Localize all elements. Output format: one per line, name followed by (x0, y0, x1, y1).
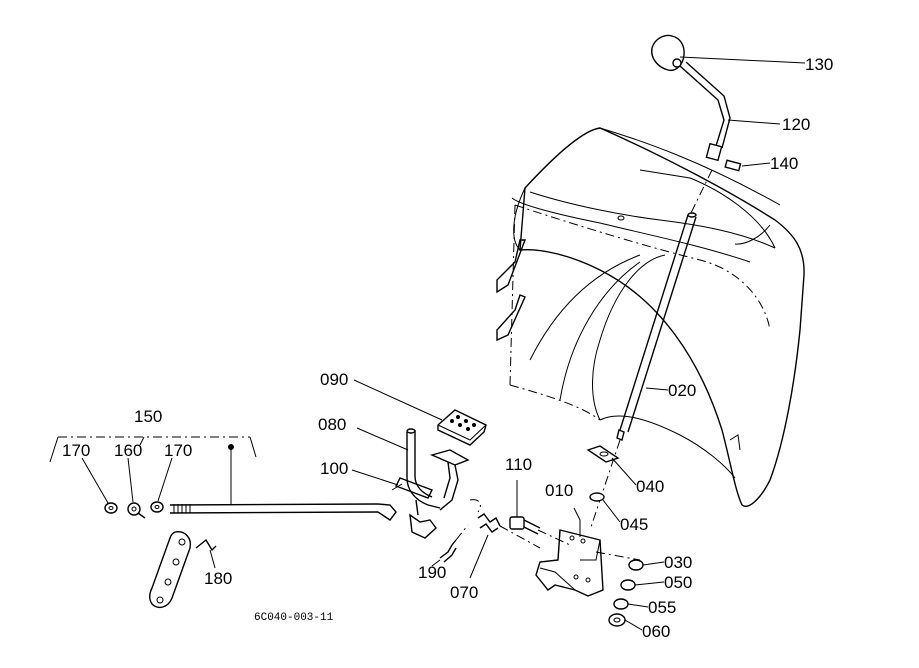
lever-120 (679, 61, 731, 162)
joint-160 (127, 502, 146, 519)
fender-cover (496, 127, 805, 507)
label-170-right: 170 (164, 441, 192, 460)
knob-130 (651, 34, 685, 72)
part-labels: 130 120 140 020 040 045 010 030 050 055 … (62, 55, 833, 641)
label-055: 055 (648, 598, 676, 617)
leader-lines (81, 56, 806, 631)
nut-170-left (104, 502, 118, 514)
bolt-110 (509, 516, 571, 546)
pin-100 (391, 477, 433, 499)
washer-050 (620, 579, 636, 591)
label-090: 090 (320, 370, 348, 389)
spring-190 (439, 524, 469, 563)
rod-020 (589, 169, 713, 531)
label-120: 120 (782, 115, 810, 134)
label-110: 110 (505, 455, 532, 474)
nut-060 (608, 613, 626, 627)
label-150: 150 (134, 407, 162, 426)
washer-040 (586, 445, 620, 463)
nut-170-right (150, 501, 164, 513)
bracket-010 (535, 529, 641, 597)
label-030: 030 (664, 553, 692, 572)
arm-180 (149, 531, 217, 609)
pin-140 (724, 159, 742, 172)
label-060: 060 (642, 622, 670, 641)
washer-045 (589, 492, 605, 502)
label-160: 160 (114, 441, 142, 460)
pedal-pad-090 (437, 409, 487, 446)
label-045: 045 (620, 515, 648, 534)
label-170-left: 170 (62, 441, 90, 460)
label-070: 070 (450, 583, 478, 602)
drawing-code: 6C040-003-11 (254, 612, 334, 624)
nut-030 (628, 559, 644, 571)
label-010: 010 (545, 481, 573, 500)
label-080: 080 (318, 415, 346, 434)
label-040: 040 (636, 477, 664, 496)
label-140: 140 (770, 154, 798, 173)
spring-070 (469, 499, 541, 549)
rod-assembly-150 (49, 436, 397, 521)
label-050: 050 (664, 573, 692, 592)
label-100: 100 (320, 459, 348, 478)
label-190: 190 (418, 563, 446, 582)
label-180: 180 (204, 569, 232, 588)
label-130: 130 (805, 55, 833, 74)
washer-055 (613, 598, 629, 610)
label-020: 020 (668, 381, 696, 400)
